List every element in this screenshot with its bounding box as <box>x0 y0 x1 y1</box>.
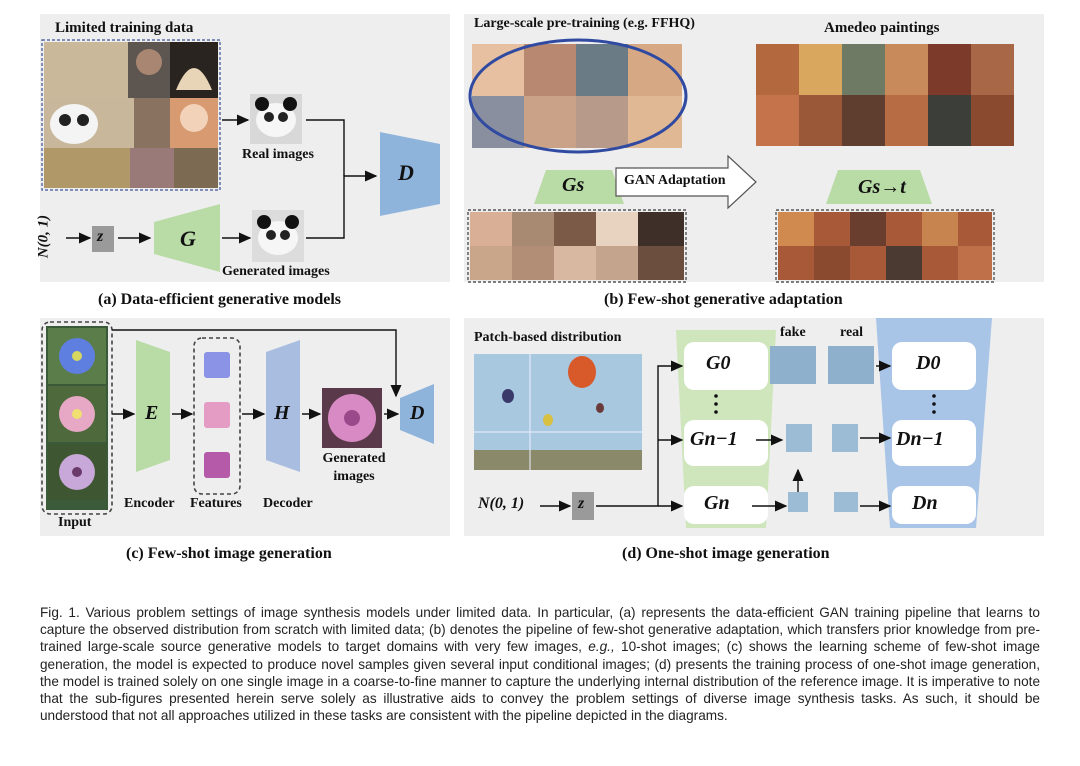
z-latent-box <box>92 226 114 252</box>
ffhq-faces-grid <box>472 44 682 148</box>
label-g-a: G <box>180 226 196 251</box>
gan-adaptation-arrow <box>615 154 757 210</box>
generator-shape <box>154 204 220 272</box>
label-gan-adaptation: GAN Adaptation <box>624 173 726 188</box>
label-large-scale-pretraining: Large-scale pre-training (e.g. FFHQ) <box>474 16 695 31</box>
label-d-c: D <box>410 402 425 424</box>
label-gs: Gs <box>562 174 585 196</box>
gn-box <box>684 486 768 524</box>
discriminator-c-shape <box>400 384 434 444</box>
adapted-outputs-grid <box>775 209 995 283</box>
few-shot-faces <box>467 209 687 283</box>
label-generated-images-c: Generated images <box>322 451 386 484</box>
amedeo-paintings-grid <box>756 44 1014 146</box>
label-dn-minus-1: Dn−1 <box>896 428 944 450</box>
features-dashed-box <box>193 337 241 495</box>
gn1-box <box>684 420 768 466</box>
adapted-generator-shape <box>826 170 932 204</box>
discriminator-shape <box>380 132 440 216</box>
caption-panel-c: (c) Few-shot image generation <box>126 545 332 562</box>
label-decoder: Decoder <box>263 496 313 511</box>
figure-caption-part2: 10-shot images; (c) shows the learning s… <box>40 639 1040 724</box>
label-e: E <box>145 402 159 424</box>
generated-flower-image <box>322 388 382 448</box>
label-h: H <box>274 402 290 424</box>
balloons-image <box>474 354 642 470</box>
input-dashed-box <box>41 321 113 515</box>
label-z-a: z <box>97 228 104 245</box>
label-real-images: Real images <box>242 147 314 162</box>
decoder-shape <box>266 340 300 472</box>
label-fake: fake <box>780 325 806 340</box>
figure-caption-part1: Fig. 1. Various problem settings of imag… <box>40 605 1040 655</box>
real-panda-image <box>250 94 302 144</box>
label-d-a: D <box>398 160 414 185</box>
feature-cubes <box>204 352 230 478</box>
dn1-box <box>892 420 976 466</box>
training-data-mosaic <box>41 39 221 191</box>
encoder-shape <box>136 340 170 472</box>
caption-panel-b: (b) Few-shot generative adaptation <box>604 291 843 308</box>
source-generator-shape <box>534 170 624 204</box>
d0-box <box>892 342 976 390</box>
label-gn: Gn <box>704 492 730 514</box>
label-generated-images: Generated images <box>222 264 330 279</box>
caption-panel-a: (a) Data-efficient generative models <box>98 291 342 308</box>
label-z-d: z <box>578 495 585 512</box>
label-g0: G0 <box>706 352 731 374</box>
dn-box <box>892 486 976 524</box>
label-gs-to-t: Gs→t <box>858 176 906 198</box>
label-features: Features <box>190 496 242 511</box>
label-amedeo-paintings: Amedeo paintings <box>824 20 940 36</box>
caption-panel-d: (d) One-shot image generation <box>622 545 830 562</box>
label-limited-training-data: Limited training data <box>55 20 194 36</box>
label-d0: D0 <box>916 352 941 374</box>
figure-caption-eg: e.g., <box>588 639 615 655</box>
patch-images <box>770 346 874 512</box>
label-real-d: real <box>840 325 864 340</box>
label-input: Input <box>58 515 92 530</box>
g0-box <box>684 342 768 390</box>
figure-caption: Fig. 1. Various problem settings of imag… <box>40 604 1040 724</box>
label-noise-d: N(0, 1) <box>478 495 525 512</box>
label-patch-based-distribution: Patch-based distribution <box>474 330 622 345</box>
generated-panda-image <box>252 210 304 262</box>
ellipsis-dots <box>714 394 936 414</box>
z-latent-box-d <box>572 492 594 520</box>
pretraining-ellipse <box>468 38 688 154</box>
input-flowers <box>46 326 108 510</box>
label-gn-minus-1: Gn−1 <box>690 428 738 450</box>
label-dn: Dn <box>912 492 938 514</box>
label-noise-a: N(0, 1) <box>35 214 52 259</box>
label-encoder: Encoder <box>124 496 175 511</box>
